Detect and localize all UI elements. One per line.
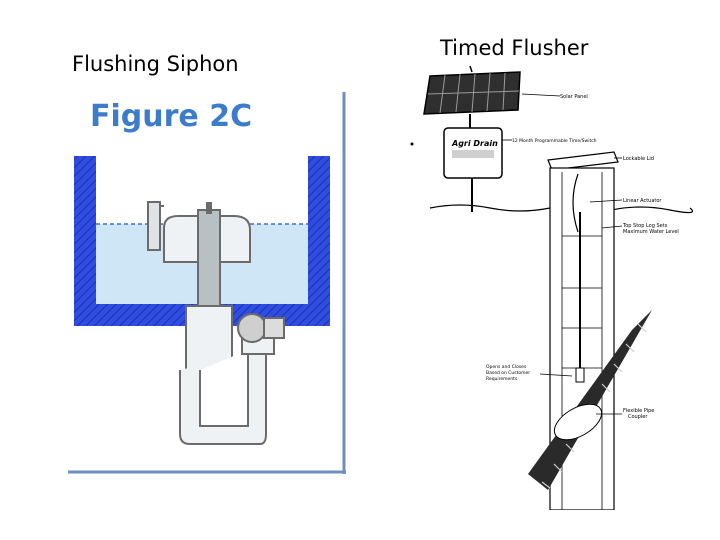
label-opens-1: Opens and Closes (486, 364, 527, 370)
label-opens-2: Based on Customer (486, 370, 530, 376)
ground-line-right (611, 206, 694, 214)
label-top-stop-1: Top Stop Log Sets (622, 223, 668, 229)
label-lockable-lid: Lockable Lid (623, 156, 654, 162)
label-linear-actuator: Linear Actuator (623, 198, 662, 204)
timed-flusher-title: Timed Flusher (440, 36, 589, 60)
flushing-siphon-figure: Figure 2C (60, 88, 350, 476)
water-control-structure (547, 151, 619, 511)
flushing-siphon-title: Flushing Siphon (72, 52, 239, 76)
timer-box: Agri Drain (410, 127, 503, 212)
brand-logo: Agri Drain (451, 139, 498, 148)
label-coupler-1: Flexible Pipe (623, 408, 654, 414)
solar-panel (423, 65, 521, 134)
label-opens-3: Requirements (486, 376, 518, 382)
figure-caption: Figure 2C (90, 99, 252, 134)
label-solar-panel: Solar Panel (560, 94, 588, 100)
label-coupler-2: Coupler (628, 414, 648, 420)
linear-actuator (572, 173, 585, 383)
flexible-pipe (528, 310, 652, 490)
label-timer: 12 Month Programmable Time/Switch (512, 138, 597, 144)
trap-valve (237, 313, 285, 343)
ground-line-left (429, 204, 551, 212)
timed-flusher-figure: Solar Panel Agri Drain 12 Month Programm… (400, 62, 700, 511)
riser-pipe (197, 209, 221, 307)
label-top-stop-2: Maximum Water Level (623, 229, 679, 235)
